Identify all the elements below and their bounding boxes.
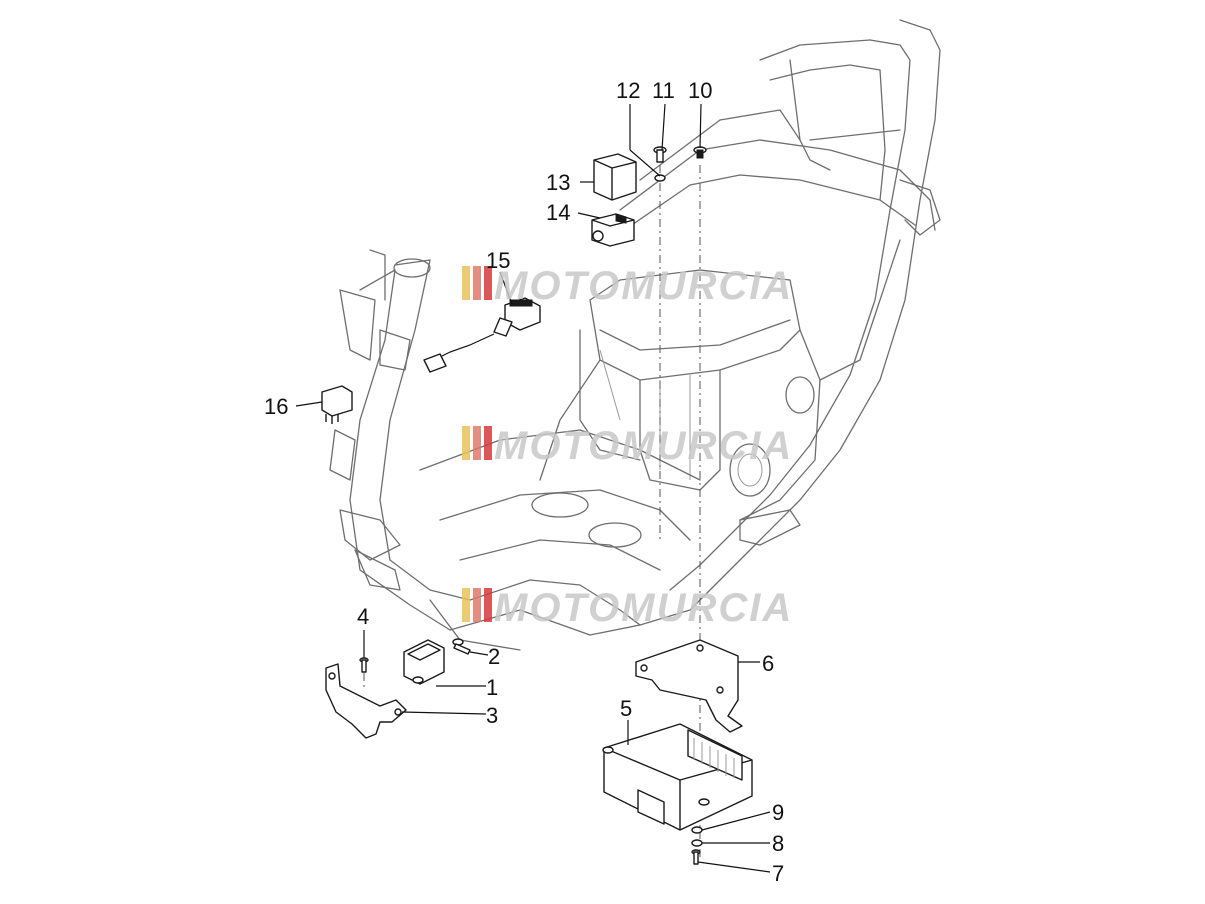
part-sensor-15	[423, 297, 541, 373]
part-screw-2	[452, 638, 471, 655]
part-screw-10	[693, 146, 707, 159]
callout-12: 12	[616, 78, 640, 103]
watermark-bottom: MOTOMURCIA	[462, 586, 793, 630]
part-washer-12	[654, 174, 666, 182]
part-screw-4	[359, 657, 369, 673]
watermark-top: MOTOMURCIA	[462, 264, 793, 308]
part-screw-7	[691, 849, 701, 865]
callout-5: 5	[620, 696, 632, 721]
callout-11: 11	[652, 78, 675, 103]
leader-lines	[295, 103, 771, 873]
part-control-unit-5	[602, 723, 753, 831]
part-connector-1	[403, 639, 445, 685]
callout-1: 1	[486, 675, 498, 700]
callout-15: 15	[486, 248, 510, 273]
part-washer-9	[691, 826, 703, 834]
callout-4: 4	[357, 604, 369, 629]
callout-3: 3	[486, 703, 498, 728]
callout-10: 10	[688, 78, 712, 103]
part-bracket-3	[325, 663, 407, 739]
callout-6: 6	[762, 651, 774, 676]
part-plate-6	[635, 639, 743, 733]
part-relay-13	[593, 153, 637, 201]
part-screw-11	[653, 146, 667, 163]
callout-16: 16	[264, 394, 288, 419]
callout-labels: 1 2 3 4 5 6 7 8 9 10 11 12 13 14 15 16	[264, 78, 784, 886]
callout-8: 8	[772, 831, 784, 856]
watermark-middle: MOTOMURCIA	[462, 424, 793, 468]
watermark-text-top: MOTOMURCIA	[494, 264, 793, 308]
part-washer-8	[691, 839, 703, 847]
callout-9: 9	[772, 800, 784, 825]
callout-7: 7	[772, 861, 784, 886]
callout-14: 14	[546, 200, 570, 225]
callout-2: 2	[488, 644, 500, 669]
part-flasher-16	[321, 385, 353, 424]
watermark-text-middle: MOTOMURCIA	[494, 424, 793, 468]
callout-13: 13	[546, 170, 570, 195]
watermark-text-bottom: MOTOMURCIA	[494, 586, 793, 630]
part-relay-holder-14	[591, 213, 635, 247]
scooter-frame	[329, 19, 941, 651]
